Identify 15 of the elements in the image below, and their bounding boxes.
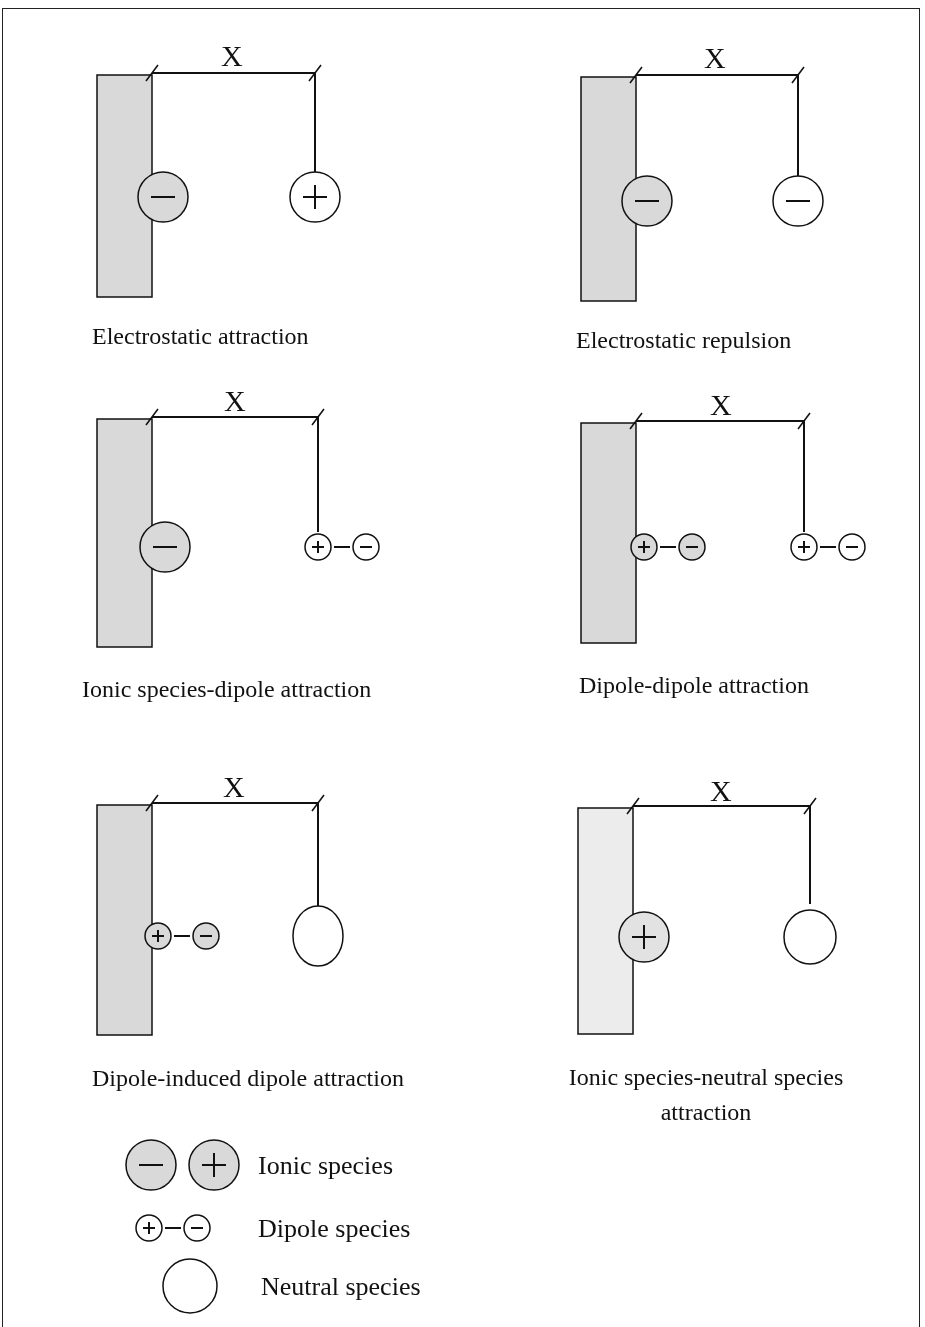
legend-label: Dipole species xyxy=(258,1212,411,1245)
legend-label: Neutral species xyxy=(261,1270,421,1303)
caption: Electrostatic repulsion xyxy=(576,326,792,355)
dimension-label: X xyxy=(710,772,732,809)
caption: Electrostatic attraction xyxy=(92,322,309,351)
dimension-label: X xyxy=(710,386,732,423)
caption: Ionic species-neutral species attraction xyxy=(567,1063,845,1127)
caption: Dipole-dipole attraction xyxy=(579,671,809,700)
dimension-label: X xyxy=(704,39,726,76)
dimension-label: X xyxy=(221,37,243,74)
dimension-label: X xyxy=(224,382,246,419)
dimension-label: X xyxy=(223,768,245,805)
caption: Ionic species-dipole attraction xyxy=(82,675,372,704)
caption: Dipole-induced dipole attraction xyxy=(92,1064,404,1093)
legend-label: Ionic species xyxy=(258,1149,393,1182)
